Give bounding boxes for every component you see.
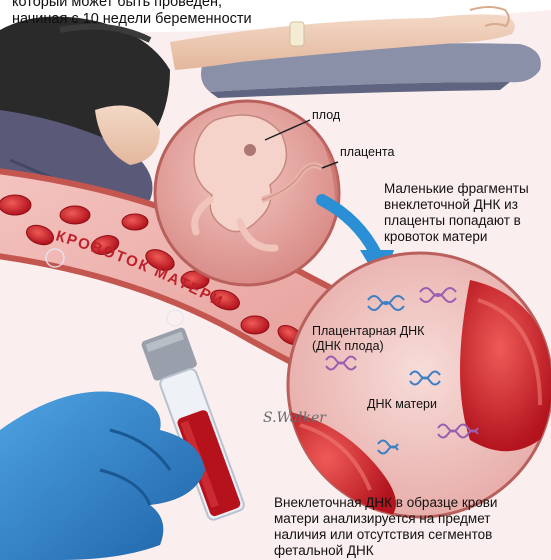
fragments-label: Маленькие фрагменты внеклеточной ДНК из … <box>384 181 549 245</box>
placenta-label: плацента <box>340 145 394 160</box>
artist-signature: S.Walker <box>263 410 327 426</box>
fetus-label: плод <box>312 108 340 123</box>
header-line-2: начиная с 10 недели беременности <box>12 11 252 28</box>
header-line-1: который может быть проведён, <box>12 0 252 11</box>
placental-dna-line-1: Плацентарная ДНК <box>312 324 424 339</box>
placental-dna-line-2: (ДНК плода) <box>312 339 424 354</box>
footer-text: Внеклеточная ДНК в образце крови матери … <box>274 495 544 559</box>
header-text: который может быть проведён, начиная с 1… <box>12 0 252 28</box>
maternal-dna-label: ДНК матери <box>367 397 437 412</box>
placental-dna-label: Плацентарная ДНК (ДНК плода) <box>312 324 424 354</box>
